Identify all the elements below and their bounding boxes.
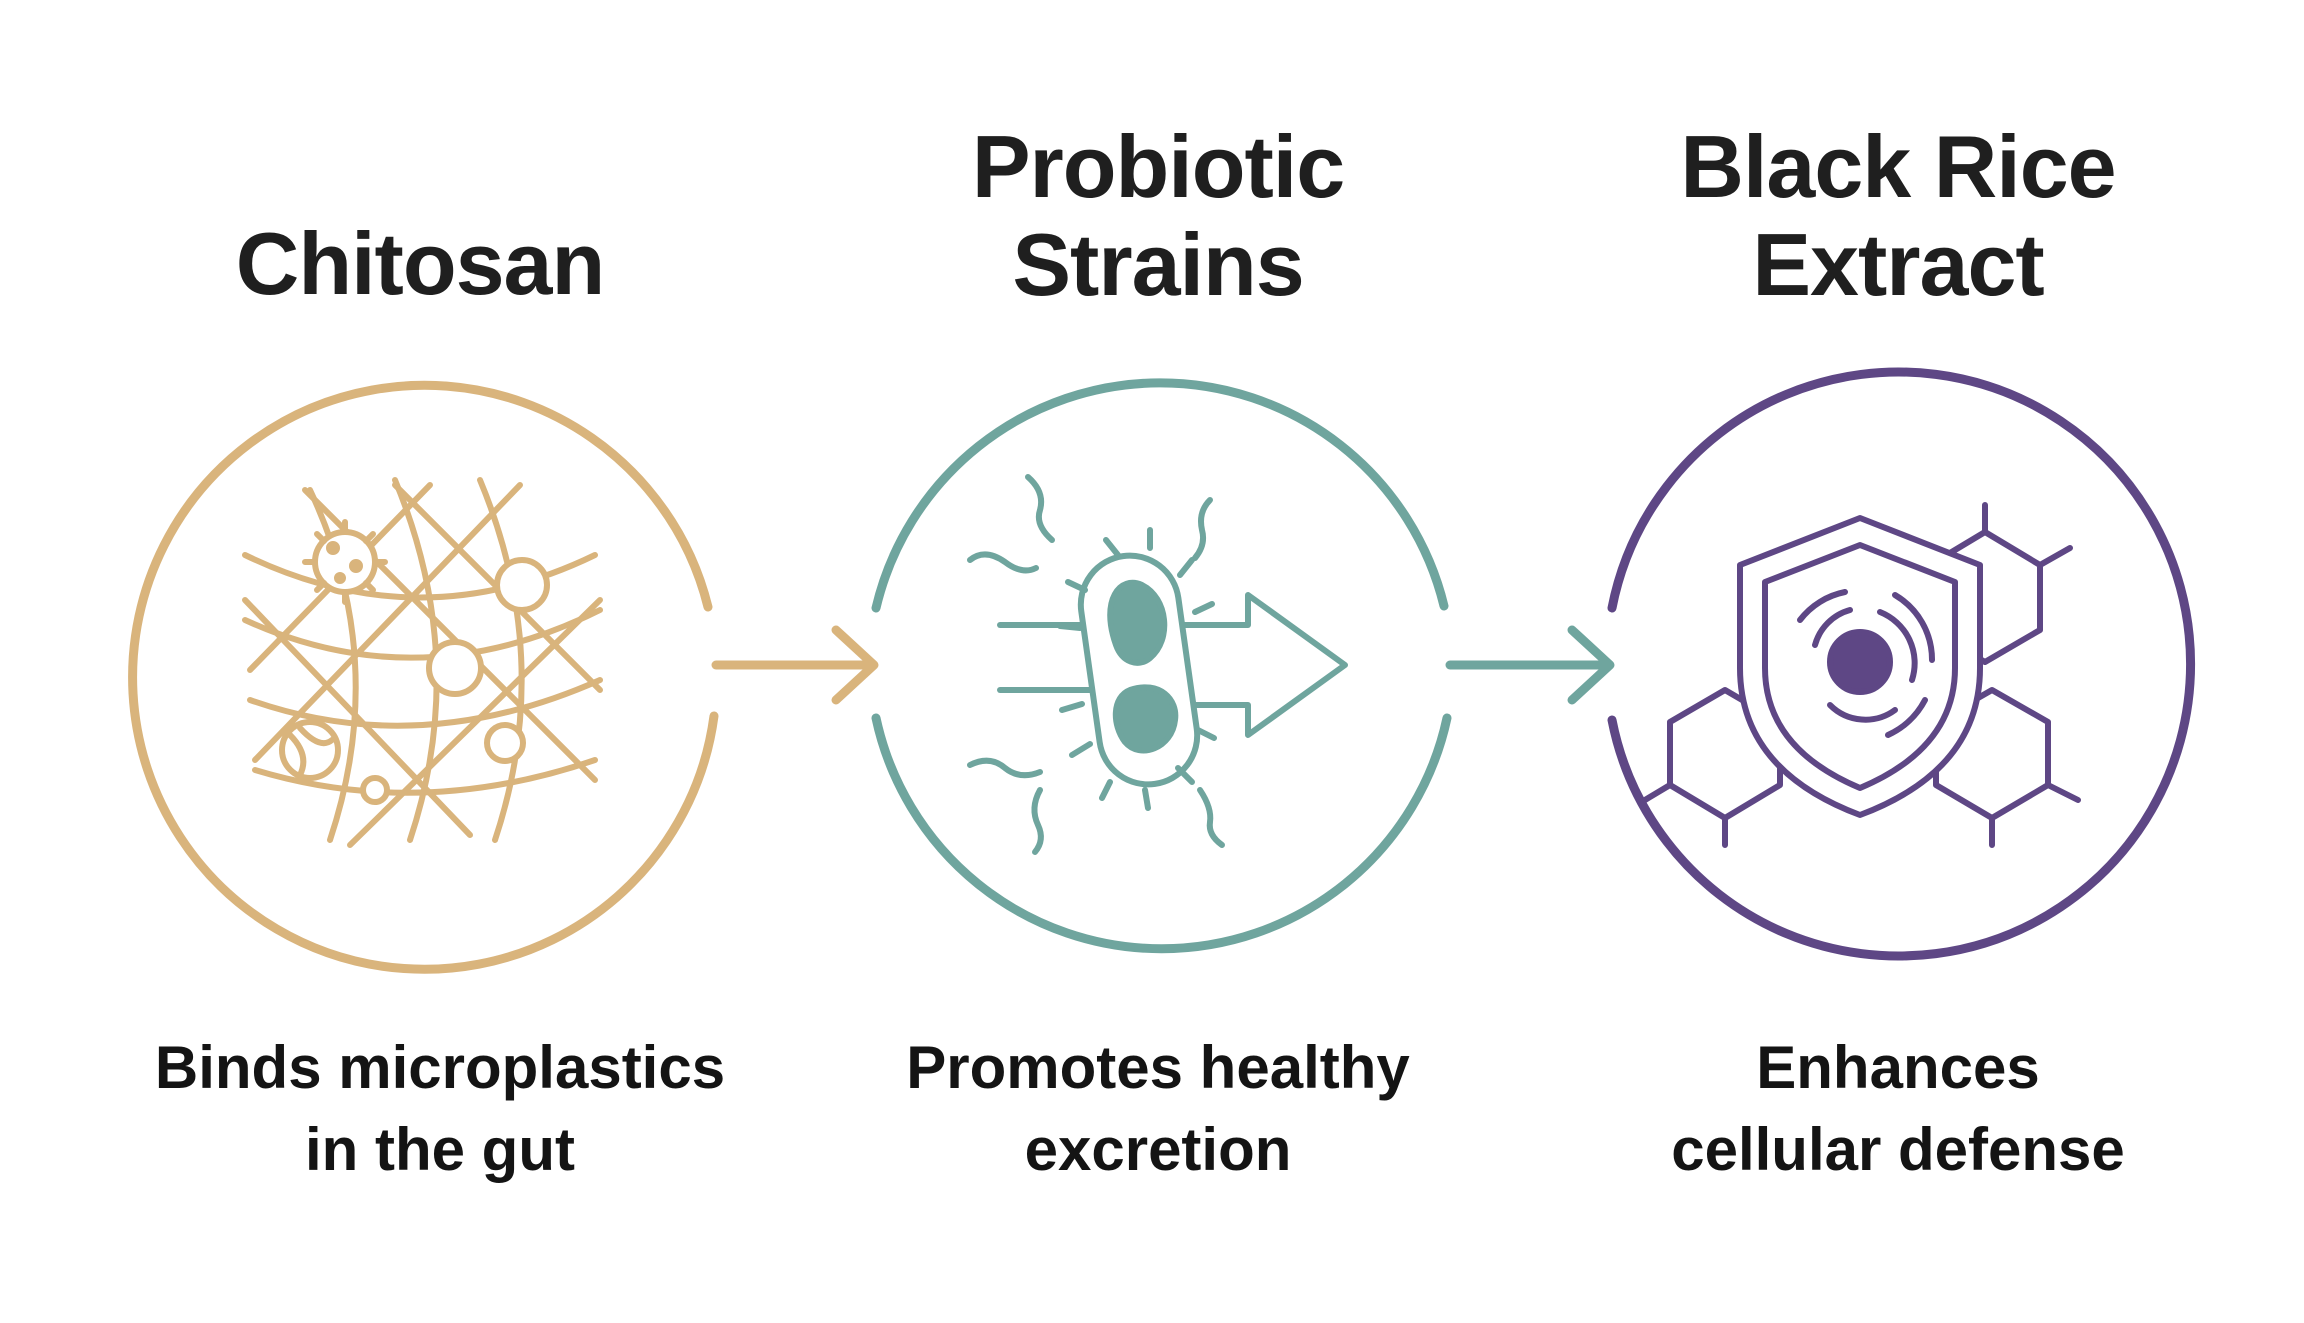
shield-cell-icon xyxy=(1642,502,2081,848)
microplastic-mesh-icon xyxy=(242,477,603,848)
arrow-2-icon xyxy=(1445,625,1615,705)
probiotic-bacteria-icon xyxy=(967,474,1348,855)
arrow-1-icon xyxy=(711,625,879,705)
step-3-caption: Enhances cellular defense xyxy=(1671,1034,2125,1183)
step-2-caption: Promotes healthy excretion xyxy=(906,1034,1410,1183)
step-3-ring xyxy=(1607,367,2195,961)
step-2-ring xyxy=(871,378,1452,954)
step-2-title: Probiotic Strains xyxy=(971,117,1345,314)
step-1-caption: Binds microplastics in the gut xyxy=(154,1034,726,1183)
step-1-title: Chitosan xyxy=(235,214,605,313)
step-3-title: Black Rice Extract xyxy=(1680,117,2116,314)
step-1-ring xyxy=(128,380,719,974)
